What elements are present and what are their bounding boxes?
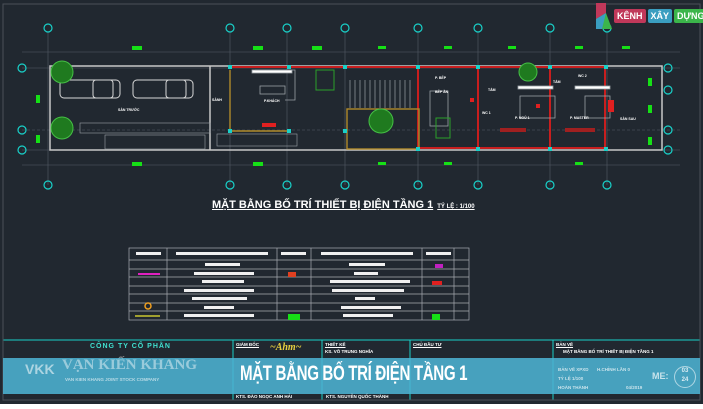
trees (50, 60, 538, 140)
designer-label: THIẾT KẾ (325, 342, 346, 347)
room-label: P.KHÁCH (264, 98, 280, 103)
room-label: P. NGỦ 1 (515, 115, 530, 120)
caption-banner (3, 358, 700, 394)
checker-name: KTS. NGUYỄN QUỐC THÀNH (326, 394, 389, 399)
legend-symbols (135, 264, 443, 320)
room-label: SÂN SAU (620, 116, 636, 121)
room-label: WC 2 (578, 74, 587, 78)
brand-word: XÂY (647, 9, 673, 23)
revision: H.CHỈNH LẦN 0 (597, 367, 631, 372)
sheet-number: 03 (681, 368, 689, 374)
room-label: WC 1 (482, 111, 491, 115)
company-line2: VẠN KIẾN KHANG (62, 357, 198, 373)
legend-table (128, 247, 470, 321)
room-label: P. MASTER (570, 116, 589, 120)
outer-walls (49, 65, 663, 151)
sheet-label: BẢN VẼ (556, 342, 574, 347)
room-label: TẮM (553, 79, 561, 84)
room-label: SÂN TRƯỚC (118, 107, 140, 112)
sheet-code: ME: (652, 371, 669, 381)
drawing-scale: TỶ LỆ : 1/100 (437, 204, 475, 210)
dimension-marks (36, 46, 652, 166)
sheet-title: MẶT BẰNG BỐ TRÍ THIẾT BỊ ĐIỆN TẦNG 1 (563, 349, 654, 354)
banner-title: MẶT BẰNG BỐ TRÍ ĐIỆN TẦNG 1 (240, 362, 468, 385)
completed-label: HOÀN THÀNH (558, 385, 589, 390)
dining-chairs (315, 69, 451, 139)
brand-word: KÊNH (614, 9, 646, 23)
scale: TỶ LỆ 1/100 (558, 376, 584, 381)
room-label: BẾP ĂN (435, 89, 449, 94)
designer-name: KS. VÕ TRUNG NGHĨA (325, 349, 374, 354)
owner-label: CHỦ ĐẦU TƯ (413, 342, 442, 347)
company-logo-text: VKK (25, 361, 55, 377)
columns (228, 65, 608, 151)
room-label: TẮM (488, 87, 496, 92)
room-label: SẢNH (212, 97, 222, 102)
parked-cars (59, 79, 194, 99)
paving (79, 122, 298, 150)
room-label: P. BẾP (435, 75, 447, 80)
completed-date: 04/2019 (626, 385, 643, 390)
company-en: VAN KIEN KHANG JOINT STOCK COMPANY (65, 377, 160, 382)
sheet-type: BẢN VẼ XPXD (558, 367, 589, 372)
sheet-total: 24 (681, 377, 689, 383)
director-name: KTS. ĐÀO NGỌC ANH HẢI (236, 394, 293, 399)
stairs (349, 80, 411, 108)
signature: ~Ahm~ (270, 342, 302, 353)
brand-word: DỰNG (674, 9, 703, 23)
brand-logo: KÊNH XÂY DỰNG (596, 3, 703, 29)
drawing-title-text: MẶT BẰNG BỐ TRÍ THIẾT BỊ ĐIỆN TẦNG 1 (212, 199, 434, 211)
brand-logo-mark (596, 3, 612, 29)
sheet-number-badge: 03 24 (674, 366, 696, 388)
stair-frame (229, 70, 420, 150)
furniture (251, 69, 611, 127)
electrical-symbols (262, 98, 614, 132)
legend-text-blocks (136, 252, 451, 317)
company-line1: CÔNG TY CỔ PHẦN (90, 343, 171, 350)
director-label: GIÁM ĐỐC (236, 342, 259, 347)
